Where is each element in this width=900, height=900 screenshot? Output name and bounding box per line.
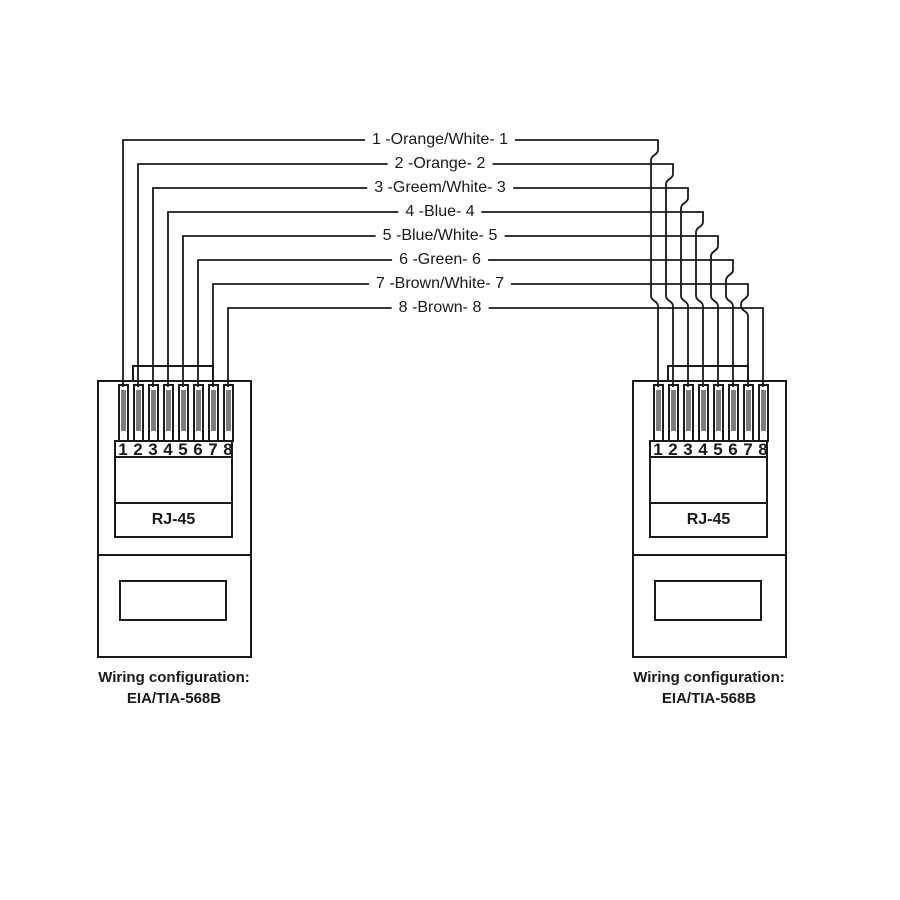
pin-number-left-3: 3 bbox=[148, 440, 158, 459]
connector-latch-left bbox=[119, 580, 227, 621]
wire-label-6: 6 -Green- 6 bbox=[392, 249, 488, 271]
pin-contact-right-3 bbox=[685, 390, 691, 431]
connector-divider-right bbox=[634, 554, 785, 556]
pin-contact-right-5 bbox=[715, 390, 721, 431]
pin-contact-right-7 bbox=[745, 390, 751, 431]
pin-number-left-1: 1 bbox=[118, 440, 128, 459]
pin-contact-left-2 bbox=[135, 390, 141, 431]
wire-label-8: 8 -Brown- 8 bbox=[391, 297, 489, 319]
wire-2 bbox=[137, 163, 674, 387]
pin-number-left-8: 8 bbox=[223, 440, 233, 459]
pin-contact-left-1 bbox=[120, 390, 126, 431]
pin-number-right-1: 1 bbox=[653, 440, 663, 459]
cable-boot-right bbox=[667, 365, 749, 382]
connector-name-left: RJ-45 bbox=[114, 504, 233, 538]
wire-3 bbox=[152, 187, 689, 387]
wire-label-4: 4 -Blue- 4 bbox=[398, 201, 482, 223]
pin-number-right-4: 4 bbox=[698, 440, 708, 459]
wire-label-1: 1 -Orange/White- 1 bbox=[364, 129, 516, 151]
wire-label-2: 2 -Orange- 2 bbox=[387, 153, 493, 175]
wire-8 bbox=[227, 307, 764, 387]
wire-label-7: 7 -Brown/White- 7 bbox=[368, 273, 512, 295]
caption-line2-right: EIA/TIA-568B bbox=[661, 690, 757, 707]
pin-contact-left-3 bbox=[150, 390, 156, 431]
pin-number-right-5: 5 bbox=[713, 440, 723, 459]
pin-contact-right-8 bbox=[760, 390, 766, 431]
pin-number-left-7: 7 bbox=[208, 440, 218, 459]
pin-number-left-5: 5 bbox=[178, 440, 188, 459]
cable-boot-left bbox=[132, 365, 214, 382]
pin-contact-left-7 bbox=[210, 390, 216, 431]
pin-contact-left-5 bbox=[180, 390, 186, 431]
wire-4 bbox=[167, 211, 704, 387]
caption-line2-left: EIA/TIA-568B bbox=[126, 690, 222, 707]
pin-contact-right-4 bbox=[700, 390, 706, 431]
pin-contact-right-1 bbox=[655, 390, 661, 431]
wire-label-3: 3 -Greem/White- 3 bbox=[367, 177, 513, 199]
pin-contact-right-2 bbox=[670, 390, 676, 431]
pin-contact-right-6 bbox=[730, 390, 736, 431]
pin-number-right-6: 6 bbox=[728, 440, 738, 459]
pin-number-right-3: 3 bbox=[683, 440, 693, 459]
connector-name-right: RJ-45 bbox=[649, 504, 768, 538]
wire-6 bbox=[197, 259, 734, 387]
wire-5 bbox=[182, 235, 719, 387]
wire-7 bbox=[212, 283, 749, 387]
pin-contact-left-4 bbox=[165, 390, 171, 431]
pin-number-right-2: 2 bbox=[668, 440, 678, 459]
caption-right: Wiring configuration: EIA/TIA-568B bbox=[619, 667, 799, 711]
pin-contact-left-6 bbox=[195, 390, 201, 431]
pin-number-left-2: 2 bbox=[133, 440, 143, 459]
wire-1 bbox=[122, 139, 659, 387]
wire-label-5: 5 -Blue/White- 5 bbox=[375, 225, 505, 247]
connector-divider-left bbox=[99, 554, 250, 556]
caption-line1-right: Wiring configuration: bbox=[633, 669, 785, 686]
pin-contact-left-8 bbox=[225, 390, 231, 431]
connector-window-left bbox=[114, 458, 233, 504]
caption-left: Wiring configuration: EIA/TIA-568B bbox=[84, 667, 264, 711]
pin-number-right-7: 7 bbox=[743, 440, 753, 459]
pin-number-left-6: 6 bbox=[193, 440, 203, 459]
pin-number-right-8: 8 bbox=[758, 440, 768, 459]
connector-window-right bbox=[649, 458, 768, 504]
pin-number-left-4: 4 bbox=[163, 440, 173, 459]
connector-latch-right bbox=[654, 580, 762, 621]
caption-line1-left: Wiring configuration: bbox=[98, 669, 250, 686]
